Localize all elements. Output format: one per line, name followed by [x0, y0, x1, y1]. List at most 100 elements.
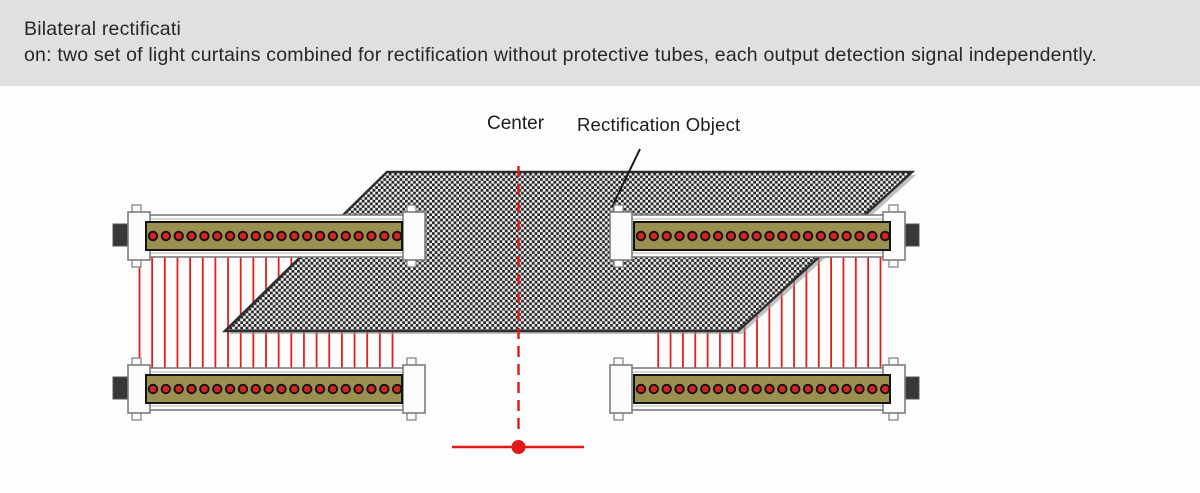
led-dot	[265, 385, 272, 393]
rectification-object-label: Rectification Object	[577, 114, 741, 135]
led-dot	[188, 385, 195, 393]
led-dot	[766, 232, 773, 240]
led-dot	[663, 385, 670, 393]
led-dot	[368, 385, 375, 393]
led-dot	[226, 385, 234, 393]
led-dot	[856, 232, 863, 240]
led-dot	[676, 232, 683, 240]
led-dot	[689, 232, 696, 240]
led-dot	[869, 385, 876, 393]
led-dot	[265, 232, 272, 240]
led-dot	[213, 385, 221, 393]
led-dot	[213, 232, 221, 240]
led-dot	[843, 385, 850, 393]
led-dot	[779, 385, 786, 393]
led-dot	[239, 385, 247, 393]
led-dot	[663, 232, 670, 240]
led-dot	[329, 232, 337, 240]
led-dot	[701, 232, 709, 240]
led-dot	[804, 232, 812, 240]
led-dot	[804, 385, 812, 393]
light-curtain-bottom-right	[609, 357, 920, 421]
led-dot	[727, 385, 735, 393]
end-cap	[609, 211, 633, 261]
led-dot	[637, 232, 645, 240]
led-dot	[201, 385, 208, 393]
led-dot	[817, 232, 825, 240]
header-line-1: Bilateral rectificati	[24, 18, 182, 40]
light-curtain-bottom-left	[112, 357, 426, 421]
led-dot	[291, 232, 298, 240]
connector-block	[903, 376, 920, 400]
led-dot	[791, 232, 799, 240]
led-dot	[714, 385, 722, 393]
led-dot	[650, 232, 658, 240]
crosshair-dot	[511, 440, 526, 454]
end-cap	[402, 211, 426, 261]
end-cap	[609, 364, 633, 414]
led-dot	[252, 232, 260, 240]
led-dot	[355, 232, 362, 240]
led-dot	[329, 385, 337, 393]
led-dot	[175, 232, 182, 240]
led-dot	[740, 385, 748, 393]
led-dot	[303, 232, 311, 240]
led-dot	[676, 385, 683, 393]
led-dot	[689, 385, 696, 393]
led-dot	[149, 385, 157, 393]
led-dot	[239, 232, 247, 240]
led-dot	[291, 385, 298, 393]
connector-block	[903, 223, 920, 247]
light-curtain-top-left	[112, 204, 426, 268]
led-dot	[856, 385, 863, 393]
led-dot	[368, 232, 375, 240]
led-dot	[355, 385, 362, 393]
led-dot	[381, 232, 388, 240]
led-dot	[791, 385, 799, 393]
led-dot	[252, 385, 260, 393]
object-hatched-panel	[221, 170, 916, 333]
led-dot	[727, 232, 735, 240]
led-dot	[381, 385, 388, 393]
led-dot	[175, 385, 182, 393]
led-dot	[201, 232, 208, 240]
led-dot	[303, 385, 311, 393]
led-dot	[226, 232, 234, 240]
header-banner: Bilateral rectificati on: two set of lig…	[0, 0, 1200, 86]
led-dot	[714, 232, 722, 240]
led-dot	[701, 385, 709, 393]
led-dot	[393, 385, 401, 393]
connector-block	[112, 376, 130, 400]
led-dot	[779, 232, 786, 240]
led-dot	[830, 232, 838, 240]
led-dot	[393, 232, 401, 240]
led-dot	[162, 385, 170, 393]
center-label: Center	[487, 113, 545, 134]
led-dot	[650, 385, 658, 393]
led-dot	[830, 385, 838, 393]
led-dot	[766, 385, 773, 393]
end-cap	[402, 364, 426, 414]
led-dot	[278, 232, 285, 240]
connector-block	[112, 223, 130, 247]
led-dot	[278, 385, 285, 393]
led-dot	[843, 232, 850, 240]
led-dot	[881, 232, 889, 240]
led-dot	[149, 232, 157, 240]
header-line-2: on: two set of light curtains combined f…	[24, 44, 1098, 66]
led-dot	[881, 385, 889, 393]
led-dot	[316, 385, 324, 393]
led-dot	[342, 232, 350, 240]
led-dot	[637, 385, 645, 393]
led-dot	[188, 232, 195, 240]
led-dot	[869, 232, 876, 240]
led-dot	[342, 385, 350, 393]
center-crosshair	[452, 440, 584, 454]
led-dot	[817, 385, 825, 393]
object-leader-line	[611, 148, 641, 208]
led-dot	[753, 385, 760, 393]
led-dot	[316, 232, 324, 240]
light-curtain-top-right	[609, 204, 920, 268]
